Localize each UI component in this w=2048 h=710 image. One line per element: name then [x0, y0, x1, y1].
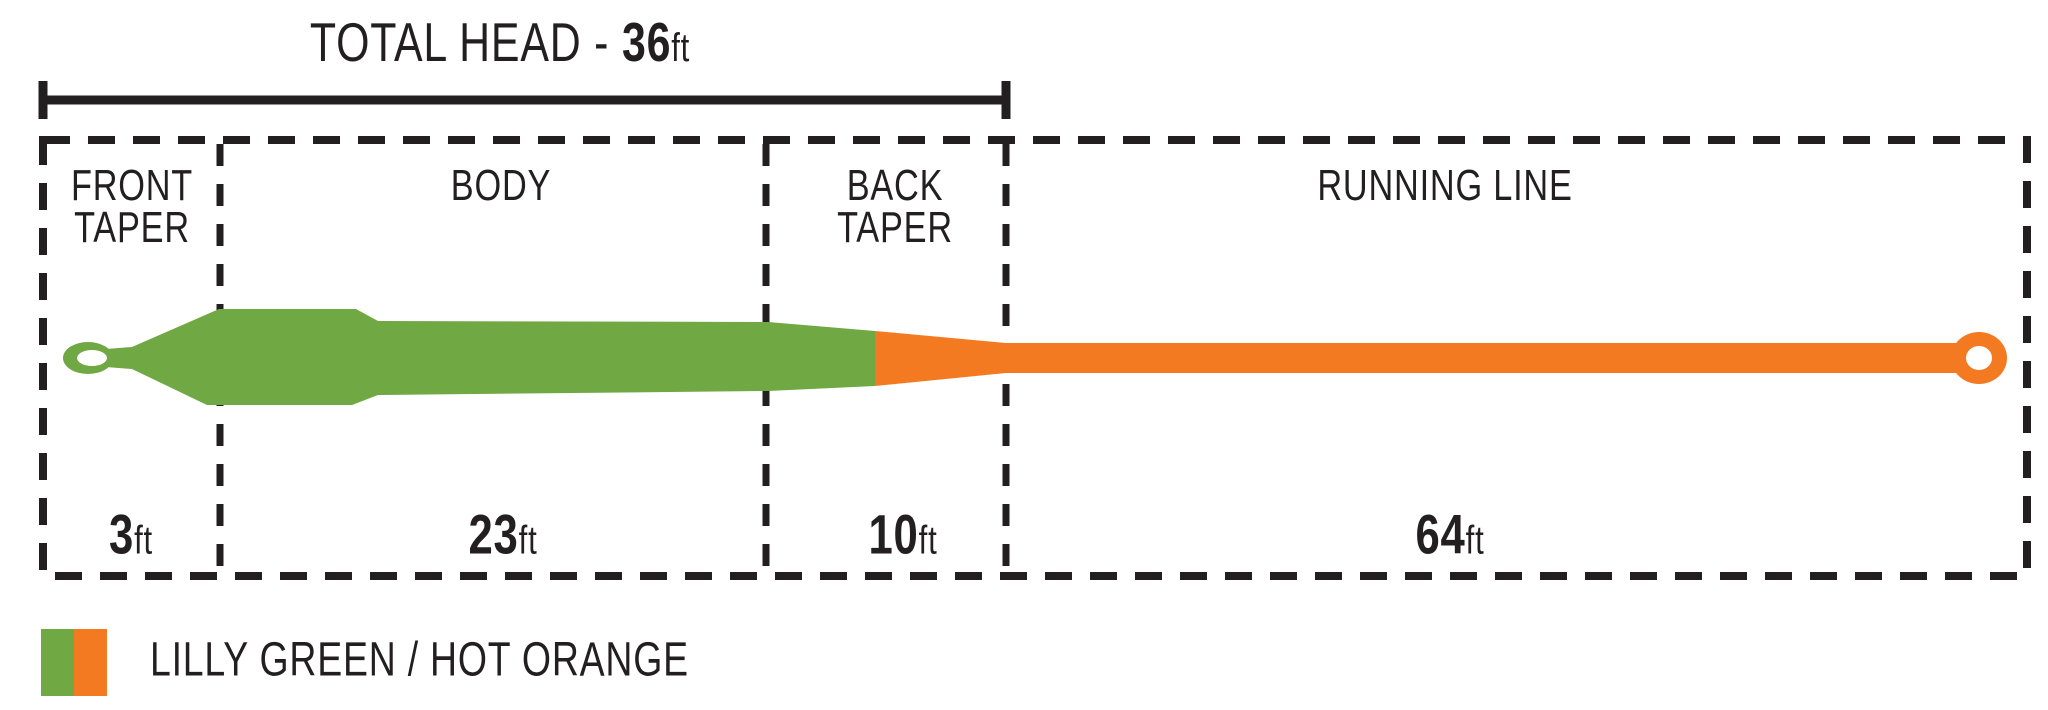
- fly-line-profile: [63, 309, 2007, 405]
- sections-outline-box: [39, 136, 2031, 580]
- section-label-line: RUNNING LINE: [1317, 161, 1573, 210]
- length-value: 3: [109, 502, 135, 566]
- section-label-running-line: RUNNING LINE: [1317, 161, 1573, 210]
- legend-swatch: [41, 629, 107, 696]
- legend-label: LILLY GREEN / HOT ORANGE: [150, 633, 689, 687]
- section-label-line: FRONT: [70, 161, 194, 210]
- length-value: 64: [1415, 502, 1466, 566]
- section-length-running-line: 64ft: [1415, 502, 1484, 567]
- section-length-body: 23ft: [468, 502, 537, 567]
- section-length-front-taper: 3ft: [109, 502, 153, 567]
- total-head-unit: ft: [671, 26, 691, 70]
- section-label-line: TAPER: [74, 203, 190, 252]
- length-value: 10: [868, 502, 919, 566]
- section-label-line: TAPER: [837, 203, 953, 252]
- length-unit: ft: [918, 518, 938, 563]
- head-green-profile: [106, 309, 875, 405]
- legend-swatch-green: [41, 629, 74, 696]
- rear-loop-hole: [1966, 346, 1992, 370]
- section-label-back-taper: BACK TAPER: [837, 161, 953, 252]
- head-bracket: [38, 81, 1011, 119]
- total-head-title: TOTAL HEAD - 36ft: [310, 10, 690, 74]
- section-label-line: BODY: [450, 161, 552, 210]
- section-length-back-taper: 10ft: [868, 502, 937, 567]
- length-unit: ft: [134, 518, 153, 563]
- total-head-label: TOTAL HEAD -: [309, 11, 622, 73]
- length-value: 23: [468, 502, 519, 566]
- total-head-value: 36: [621, 11, 672, 73]
- front-loop-hole: [77, 350, 107, 366]
- legend-swatch-orange: [74, 629, 107, 696]
- section-label-front-taper: FRONT TAPER: [70, 161, 194, 252]
- length-unit: ft: [518, 518, 538, 563]
- section-label-body: BODY: [450, 161, 552, 210]
- length-unit: ft: [1465, 518, 1485, 563]
- section-label-line: BACK: [846, 161, 944, 210]
- running-orange-profile: [875, 331, 1968, 386]
